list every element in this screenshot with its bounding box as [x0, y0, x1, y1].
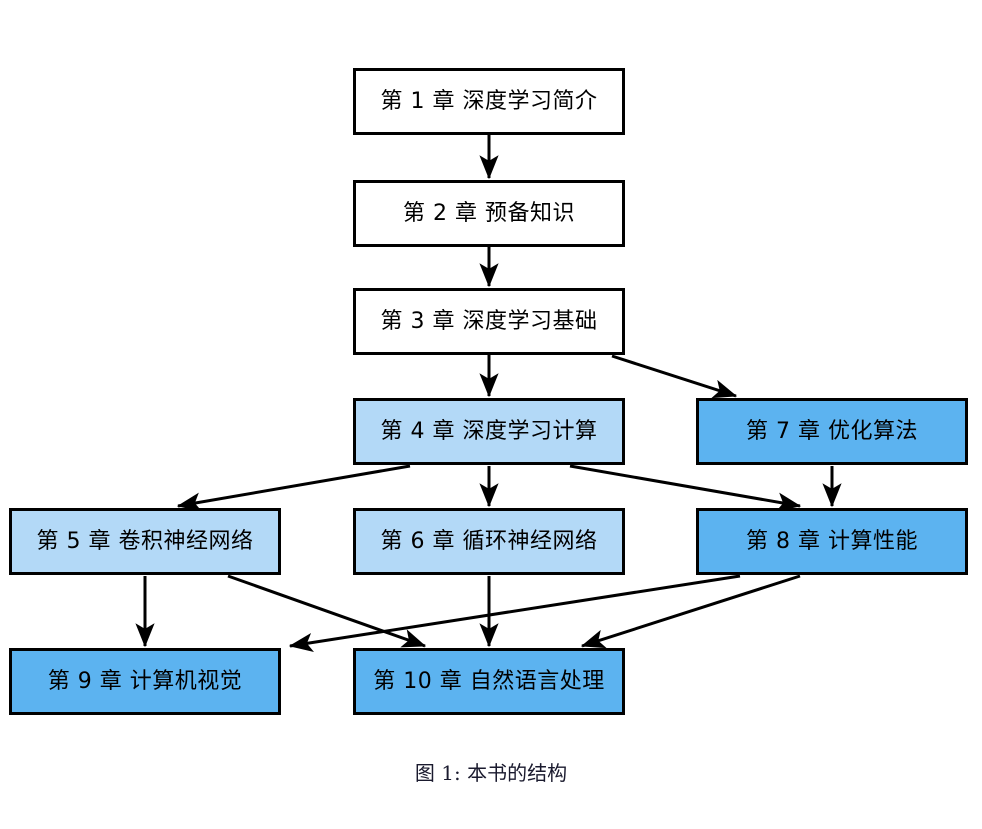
node-ch10[interactable]: 第 10 章 自然语言处理: [353, 648, 625, 715]
figure-caption: 图 1: 本书的结构: [414, 761, 568, 785]
node-label-ch10: 第 10 章 自然语言处理: [373, 668, 605, 694]
edge-ch3-to-ch7: [611, 354, 738, 399]
node-ch4[interactable]: 第 4 章 深度学习计算: [353, 398, 625, 465]
node-label-ch3: 第 3 章 深度学习基础: [380, 308, 598, 334]
node-ch7[interactable]: 第 7 章 优化算法: [696, 398, 968, 465]
node-ch5[interactable]: 第 5 章 卷积神经网络: [9, 508, 281, 575]
node-ch2[interactable]: 第 2 章 预备知识: [353, 180, 625, 247]
node-label-ch9: 第 9 章 计算机视觉: [47, 668, 243, 694]
edge-ch5-to-ch10: [227, 574, 427, 648]
node-label-ch2: 第 2 章 预备知识: [403, 200, 575, 226]
node-label-ch4: 第 4 章 深度学习计算: [380, 418, 598, 444]
node-label-ch8: 第 8 章 计算性能: [746, 528, 918, 554]
node-label-ch5: 第 5 章 卷积神经网络: [36, 528, 254, 554]
edge-ch8-to-ch10: [580, 574, 801, 649]
edge-ch4-to-ch8: [569, 464, 802, 512]
node-ch8[interactable]: 第 8 章 计算性能: [696, 508, 968, 575]
node-ch6[interactable]: 第 6 章 循环神经网络: [353, 508, 625, 575]
node-ch9[interactable]: 第 9 章 计算机视觉: [9, 648, 281, 715]
node-ch1[interactable]: 第 1 章 深度学习简介: [353, 68, 625, 135]
node-label-ch7: 第 7 章 优化算法: [746, 418, 918, 444]
node-label-ch1: 第 1 章 深度学习简介: [380, 88, 598, 114]
edge-ch8-to-ch9: [288, 574, 741, 652]
node-ch3[interactable]: 第 3 章 深度学习基础: [353, 288, 625, 355]
edge-ch4-to-ch5: [176, 464, 411, 512]
node-label-ch6: 第 6 章 循环神经网络: [380, 528, 598, 554]
